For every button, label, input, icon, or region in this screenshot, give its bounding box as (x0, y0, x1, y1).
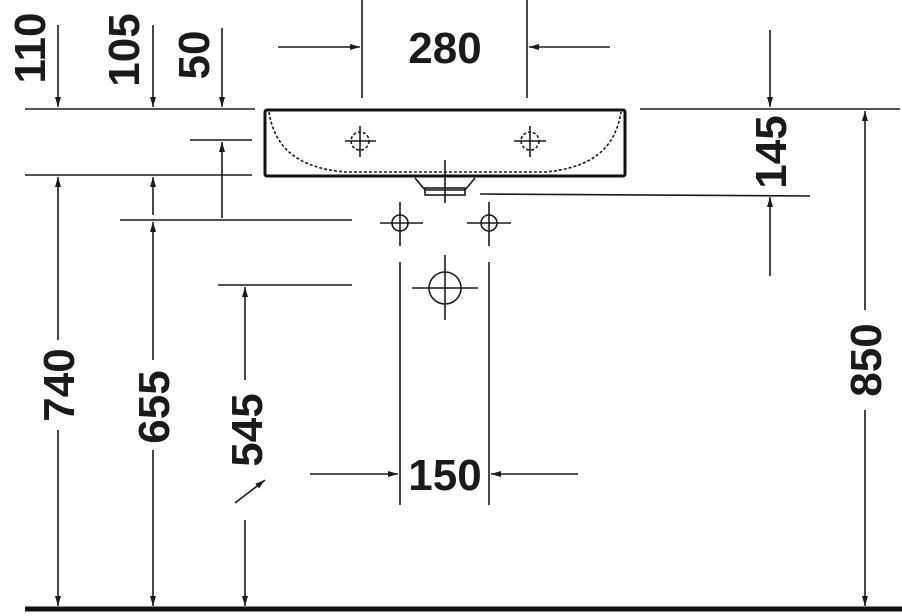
dim-110-label: 110 (6, 13, 55, 84)
dim-740-label: 740 (35, 348, 84, 421)
dim-50-label: 50 (170, 31, 219, 80)
extension-lines (25, 0, 900, 505)
supply-connection-right-icon (467, 202, 511, 246)
dim-655-label: 655 (130, 370, 179, 443)
dim-150-label: 150 (408, 451, 481, 500)
dim-280-label: 280 (408, 24, 481, 73)
tap-hole-right-icon (514, 126, 546, 157)
washbasin-outline (263, 108, 627, 203)
tap-hole-left-icon (345, 126, 376, 157)
dim-145-label: 145 (747, 115, 796, 188)
dim-545-label: 545 (223, 393, 272, 466)
waste-connection-icon (412, 255, 478, 320)
dimension-arrows (55, 25, 868, 606)
supply-connection-left-icon (380, 202, 423, 246)
dim-105-label: 105 (100, 13, 149, 86)
dim-850-label: 850 (842, 323, 891, 396)
